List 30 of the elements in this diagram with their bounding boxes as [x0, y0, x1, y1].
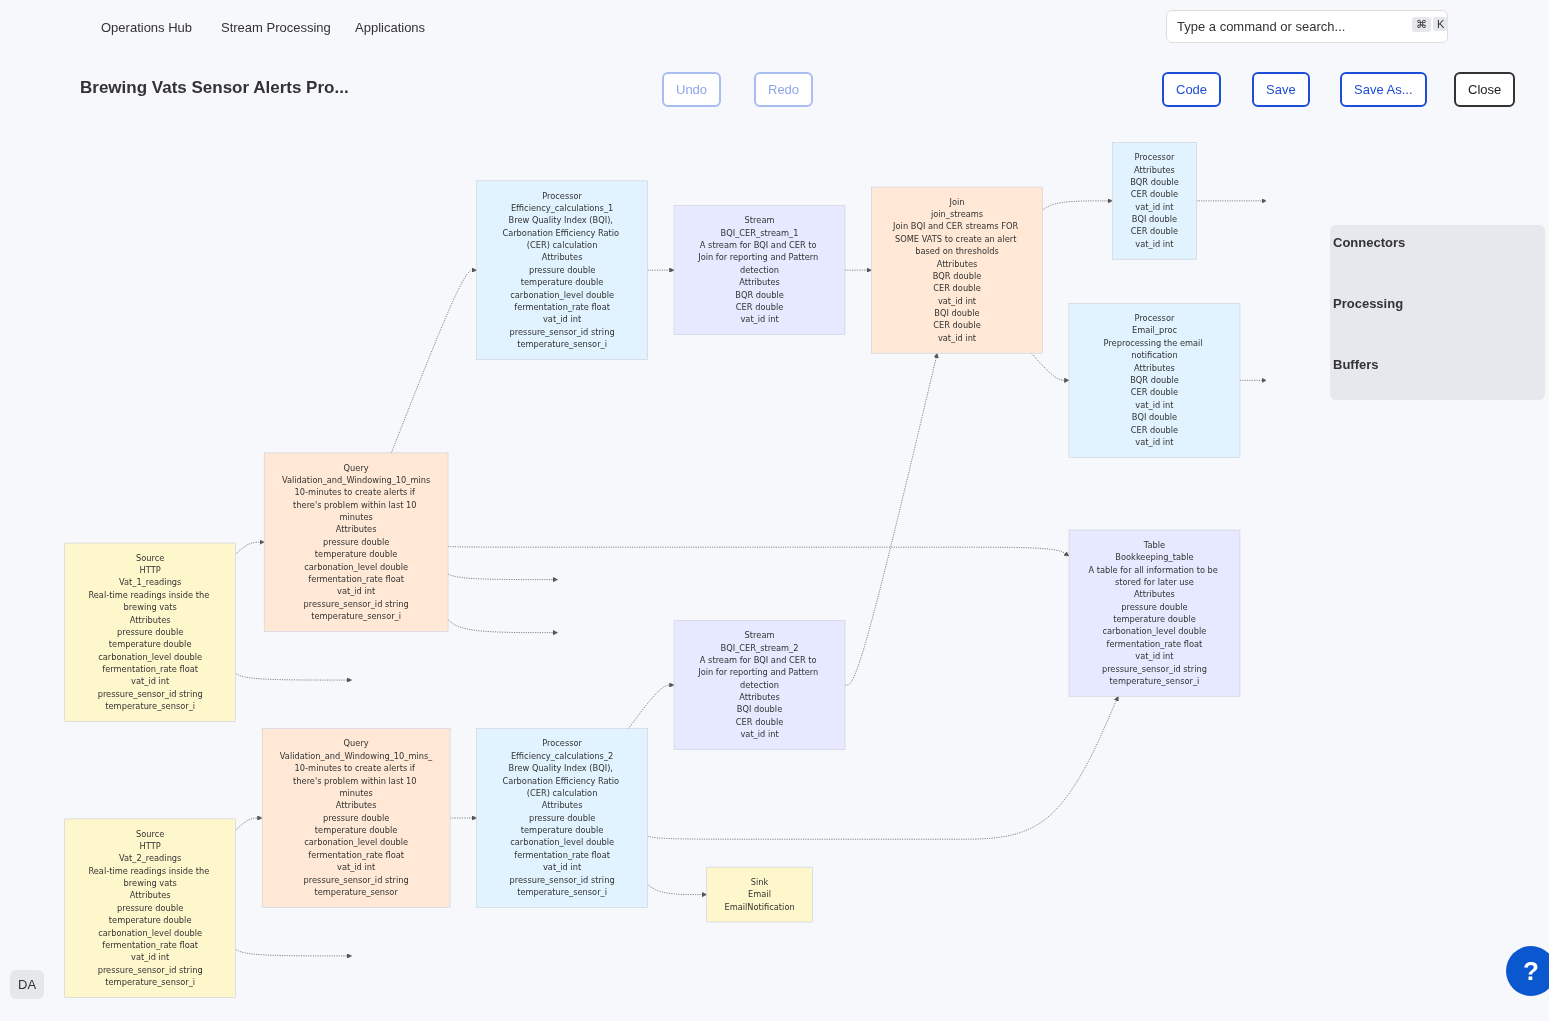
close-button: Close — [1454, 72, 1516, 107]
component-card: Query Validation_and_Windowing_10_mins 10-minutes to create alerts if there's problem within last 10 minutes Attributes pressure double temperature double carbonation_level double fermentation_rate float vat_id int pressure_sensor_id string temperature_sensor_i — [263, 452, 449, 632]
help-button: ? — [1506, 946, 1549, 996]
component-card: Sink Email EmailNotification — [706, 866, 813, 923]
component-card: Table Bookkeeping_table A table for all information to be stored for later use Attributes pressure double temperature double carbonation_level double fermentation_rate float vat_id int pressure_sensor_id string temperature_sensor_i — [1068, 529, 1241, 697]
section-heading: Processing — [1333, 296, 1404, 311]
section-heading: Connectors — [1333, 235, 1406, 250]
shortcut-key: ⌘ — [1412, 17, 1431, 32]
save-as-button: Save As... — [1340, 72, 1427, 107]
redo-button: Redo — [754, 72, 814, 107]
section-heading: Buffers — [1333, 357, 1379, 372]
component-card: Processor Email_proc Preprocessing the email notification Attributes BQR double CER double vat_id int BQI double CER double vat_id int — [1068, 303, 1241, 458]
user-avatar: DA — [10, 970, 45, 999]
component-card: Source HTTP Vat_1_readings Real-time readings inside the brewing vats Attributes pressure double temperature double carbonation_level double fermentation_rate float vat_id int pressure_sensor_id string temperature_sensor_i — [64, 542, 236, 722]
component-card: Stream BQI_CER_stream_1 A stream for BQI and CER to Join for reporting and Pattern detection Attributes BQR double CER double vat_id int — [673, 205, 846, 335]
code-button: Code — [1162, 72, 1222, 107]
component-card: Processor Efficiency_calculations_1 Brew Quality Index (BQI), Carbonation Efficiency Ratio (CER) calculation Attributes pressure double temperature double carbonation_level double fermentation_rate float vat_id int pressure_sensor_id string temperature_sensor_i — [476, 180, 648, 360]
breadcrumb-link: Stream Processing — [221, 20, 331, 35]
component-card: Join join_streams Join BQI and CER streams FOR SOME VATS to create an alert based on thresholds Attributes BQR double CER double vat_id int BQI double CER double vat_id int — [871, 186, 1043, 354]
component-card: Stream BQI_CER_stream_2 A stream for BQI and CER to Join for reporting and Pattern detection Attributes BQI double CER double vat_id int — [673, 620, 846, 750]
breadcrumb-link: Operations Hub — [101, 20, 193, 35]
component-card: Processor Efficiency_calculations_2 Brew Quality Index (BQI), Carbonation Efficiency Ratio (CER) calculation Attributes pressure double temperature double carbonation_level double fermentation_rate float vat_id int pressure_sensor_id string temperature_sensor_i — [476, 728, 648, 908]
component-card: Source HTTP Vat_2_readings Real-time readings inside the brewing vats Attributes pressure double temperature double carbonation_level double fermentation_rate float vat_id int pressure_sensor_id string temperature_sensor_i — [64, 818, 236, 998]
breadcrumb-current: Applications — [355, 20, 426, 35]
shortcut-key: K — [1433, 17, 1449, 31]
page-title: Brewing Vats Sensor Alerts Pro... — [80, 78, 349, 98]
undo-button: Undo — [662, 72, 722, 107]
save-button: Save — [1252, 72, 1310, 107]
component-card: Query Validation_and_Windowing_10_mins_ 10-minutes to create alerts if there's problem within last 10 minutes Attributes pressure double temperature double carbonation_level double fermentation_rate float vat_id int pressure_sensor_id string temperature_sensor — [261, 728, 451, 908]
component-card: Processor Attributes BQR double CER double vat_id int BQI double CER double vat_id int — [1112, 142, 1197, 260]
